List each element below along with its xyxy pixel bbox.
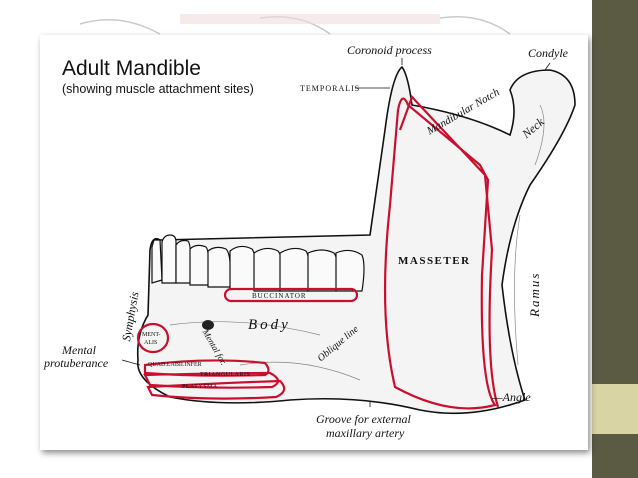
label-mental-protuberance-2: protuberance (44, 356, 109, 370)
muscle-attachments (136, 94, 500, 410)
bone-shading (169, 104, 545, 381)
label-quad-labii-infer: QUAD.LABII.INFER (148, 362, 202, 368)
quad-labii-attachment (143, 359, 270, 377)
platysma-attachment (146, 379, 286, 400)
decorative-arcs (79, 14, 511, 35)
label-masseter: MASSETER (398, 255, 471, 267)
buccinator-attachment (223, 287, 359, 303)
masseter-attachment (398, 94, 500, 408)
label-coronoid-process: Coronoid process (347, 43, 432, 57)
label-platysma: PLATYSMA (182, 384, 218, 390)
label-groove-1: Groove for external (316, 412, 411, 426)
label-triangularis: TRIANGULARIS (200, 372, 251, 378)
mentalis-attachment (136, 322, 170, 354)
slide-subtitle: (showing muscle attachment sites) (62, 82, 254, 96)
label-mental-protuberance-1: Mental (62, 343, 96, 357)
teeth (151, 234, 365, 292)
top-decoration (60, 10, 580, 40)
frame-accent (592, 384, 638, 434)
mental-foramen (202, 320, 214, 330)
leader-lines (121, 58, 551, 407)
label-body: Body (248, 317, 291, 333)
diagram-slide: Adult Mandible (showing muscle attachmen… (40, 35, 588, 450)
label-ramus: Ramus (527, 271, 542, 317)
label-groove-2: maxillary artery (326, 426, 405, 440)
label-buccinator: BUCCINATOR (252, 292, 307, 300)
label-condyle: Condyle (528, 46, 568, 60)
label-mentalis-1: MENT- (142, 332, 161, 338)
label-temporalis: TEMPORALIS (300, 84, 361, 93)
slide-title: Adult Mandible (62, 57, 201, 80)
label-angle: —Angle (492, 390, 531, 404)
mandible-illustration (121, 58, 576, 415)
label-mentalis-2: ALIS (144, 340, 158, 346)
temporalis-attachment (383, 97, 497, 410)
